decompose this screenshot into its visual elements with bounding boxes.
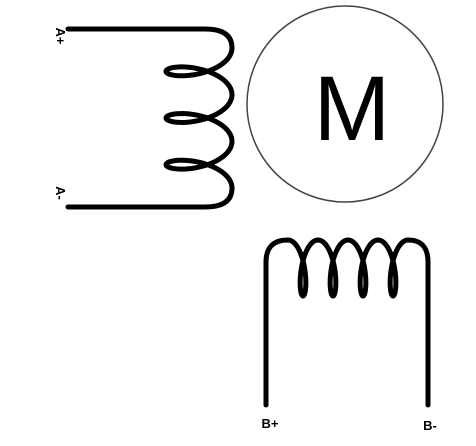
coil-b-winding xyxy=(263,237,431,408)
terminal-b-plus-label: B+ xyxy=(262,416,279,431)
coil-a-winding xyxy=(65,26,235,210)
motor: M xyxy=(246,5,444,203)
terminal-a-minus-label: A- xyxy=(53,186,68,200)
terminal-a-plus-label: A+ xyxy=(53,28,68,45)
coil-a: A+ A- xyxy=(53,26,235,210)
terminal-b-minus-label: B- xyxy=(423,418,437,433)
motor-circle xyxy=(246,5,444,203)
motor-letter: M xyxy=(314,58,391,160)
coil-b: B+ B- xyxy=(262,237,437,433)
